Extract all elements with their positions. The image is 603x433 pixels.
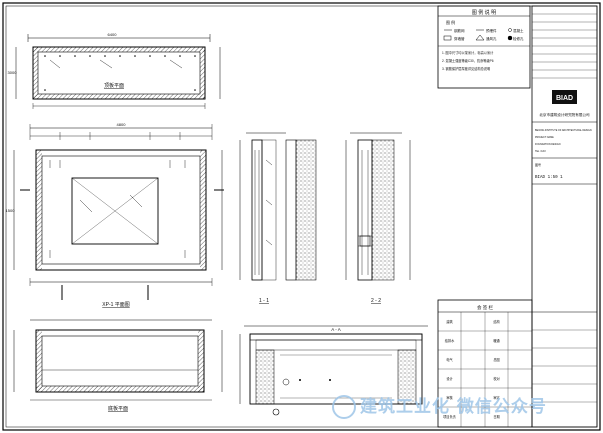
- signoff-cell: 建筑: [446, 319, 453, 324]
- drawing-no: BIAD 1:50 1: [535, 176, 563, 180]
- legend-item-6: 检修孔: [513, 36, 524, 41]
- project-line-1: BEIJING INSTITUTE OF ARCHITECTURAL DESIG…: [535, 129, 592, 132]
- legend-item-1: 钢筋网: [454, 28, 465, 33]
- main-plan-label: XP-1 平面图: [102, 302, 130, 308]
- legend-item-2: 预埋件: [486, 28, 497, 33]
- signoff-cell: 项目负责: [443, 414, 456, 419]
- project-line-4: TEL / FAX: [535, 150, 546, 153]
- legend-note-1: 1. 图中尺寸均以毫米计，标高以米计: [442, 50, 494, 55]
- drawing-no-label: 图号: [535, 162, 541, 167]
- bottom-plan-label: 底板平面: [108, 405, 128, 412]
- signoff-cell: 电气: [446, 357, 453, 362]
- legend-note-2: 2. 混凝土强度等级C30，抗渗等级P6: [442, 58, 494, 63]
- legend-header: 图 例: [446, 19, 455, 25]
- signoff-cell: 审定: [493, 395, 500, 400]
- watermark: 建筑工业化 微信公众号: [332, 392, 594, 420]
- title-block: BIAD 北京市建筑设计研究院有限公司 BEIJING INSTITUTE OF…: [531, 5, 598, 428]
- signoff-table: 会 签 栏 建筑 结构 给排水 暖通 电气 总图 设计 校对 审核 审定 项目负…: [437, 299, 533, 428]
- bottom-plan-view: 底板平面: [13, 319, 223, 412]
- top-plan-label: 顶板平面: [104, 82, 124, 89]
- section-1-1: 1 - 1: [239, 132, 286, 304]
- signoff-title: 会 签 栏: [477, 304, 494, 311]
- project-line-2: PROJECT NAME: [535, 136, 554, 139]
- company-name: 北京市建筑设计研究院有限公司: [539, 112, 590, 117]
- section-1-1-label: 1 - 1: [259, 298, 269, 304]
- legend-box: 图 例 说 明 图 例 钢筋网 预埋件 混凝土 穿墙管 通风孔 检修孔 1. 图…: [437, 5, 531, 89]
- section-a-a-label: A - A: [331, 327, 341, 332]
- signoff-cell: 日期: [493, 414, 499, 419]
- legend-symbols: [443, 28, 513, 41]
- section-2-2: 2 - 2: [285, 132, 411, 304]
- signoff-cell: 暖通: [493, 338, 500, 343]
- top-plan-width-dim: 6400: [108, 32, 118, 37]
- signoff-cell: 校对: [493, 376, 500, 381]
- section-2-2-label: 2 - 2: [371, 298, 381, 304]
- signoff-cell: 给排水: [445, 338, 455, 343]
- watermark-text: 建筑工业化 微信公众号: [360, 397, 547, 417]
- main-plan-depth-dim: 1500: [6, 208, 16, 213]
- signoff-cell: 设计: [446, 376, 453, 381]
- section-a-a: A - A: [239, 325, 428, 416]
- company-logo-text: BIAD: [556, 95, 573, 102]
- top-plan-view: 6400 3000 顶板平面: [8, 32, 221, 109]
- legend-item-5: 通风孔: [486, 36, 497, 41]
- legend-title: 图 例 说 明: [472, 9, 496, 16]
- signoff-cell: 审核: [446, 395, 453, 400]
- legend-item-4: 穿墙管: [454, 36, 465, 41]
- top-plan-depth-dim: 3000: [8, 70, 18, 75]
- legend-note-3: 3. 钢筋保护层厚度详见结构总说明: [442, 66, 490, 71]
- legend-item-3: 混凝土: [513, 28, 524, 33]
- signoff-cell: 结构: [493, 319, 499, 324]
- project-line-3: FOUNDATION DESIGN: [535, 143, 561, 146]
- company-logo: [552, 90, 577, 104]
- watermark-logo-icon: [332, 395, 356, 419]
- signoff-cell: 总图: [493, 357, 499, 362]
- main-plan-view: 4800 1500 XP-1 平面图: [6, 122, 224, 308]
- main-plan-width-dim: 4800: [117, 122, 127, 127]
